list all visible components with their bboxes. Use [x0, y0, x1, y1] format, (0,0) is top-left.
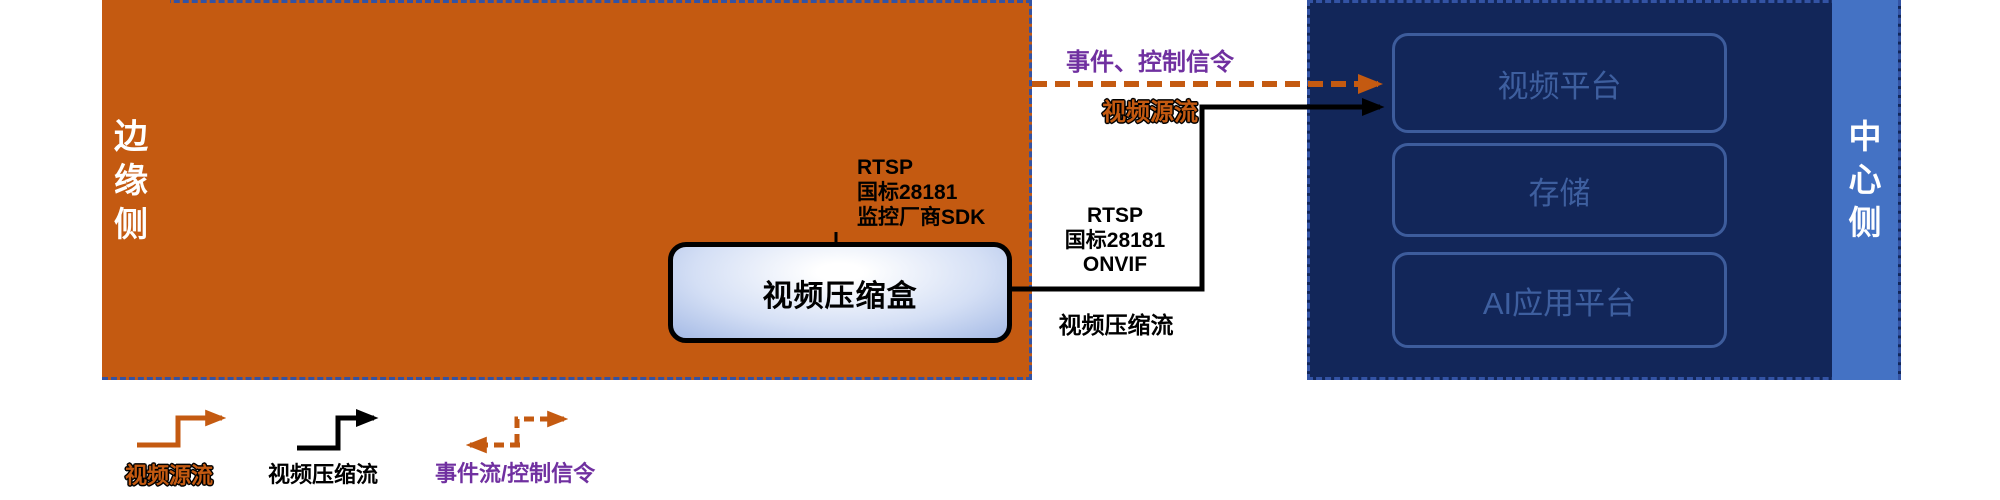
storage-label: 存储: [1528, 175, 1591, 211]
protocol-right-line1: RTSP: [1086, 204, 1143, 227]
edge-side-panel: 边缘侧 RTSP 国标28181 监控厂商SDK 视频压缩盒: [102, 0, 1032, 380]
video-compression-box-label: 视频压缩盒: [762, 279, 918, 313]
edge-side-label: 边缘侧: [114, 118, 148, 244]
storage-box: 存储: [1392, 143, 1727, 237]
video-source-flow-label: 视频源流: [1102, 99, 1198, 126]
protocol-label-right: RTSP 国标28181 ONVIF: [1050, 204, 1180, 278]
protocol-right-line3: ONVIF: [1082, 253, 1148, 276]
event-control-flow-label: 事件、控制信令: [1066, 49, 1234, 76]
legend: 视频源流 视频压缩流 事件流/控制信令: [100, 400, 660, 500]
legend-event-control-label: 事件流/控制信令: [435, 461, 596, 486]
ai-platform-label: AI应用平台: [1482, 285, 1637, 321]
video-platform-label: 视频平台: [1497, 68, 1622, 104]
video-compressed-flow-label: 视频压缩流: [1058, 312, 1174, 338]
center-side-label: 中心侧: [1848, 118, 1882, 241]
protocol-left-line3: 监控厂商SDK: [857, 206, 986, 229]
ai-platform-box: AI应用平台: [1392, 252, 1727, 348]
edge-panel-border-gap: [102, 0, 170, 4]
protocol-right-line2: 国标28181: [1064, 228, 1166, 252]
legend-video-source-label: 视频源流: [125, 463, 214, 488]
protocol-label-left: RTSP 国标28181 监控厂商SDK: [857, 155, 1077, 230]
video-compression-box: 视频压缩盒: [668, 242, 1012, 343]
center-side-panel: 中心侧 视频平台 存储 AI应用平台: [1307, 0, 1901, 380]
legend-compressed-stream-label: 视频压缩流: [268, 462, 379, 487]
protocol-left-line1: RTSP: [857, 156, 914, 179]
center-side-strip: [1832, 0, 1898, 380]
protocol-left-line2: 国标28181: [857, 181, 958, 204]
video-platform-box: 视频平台: [1392, 33, 1727, 133]
